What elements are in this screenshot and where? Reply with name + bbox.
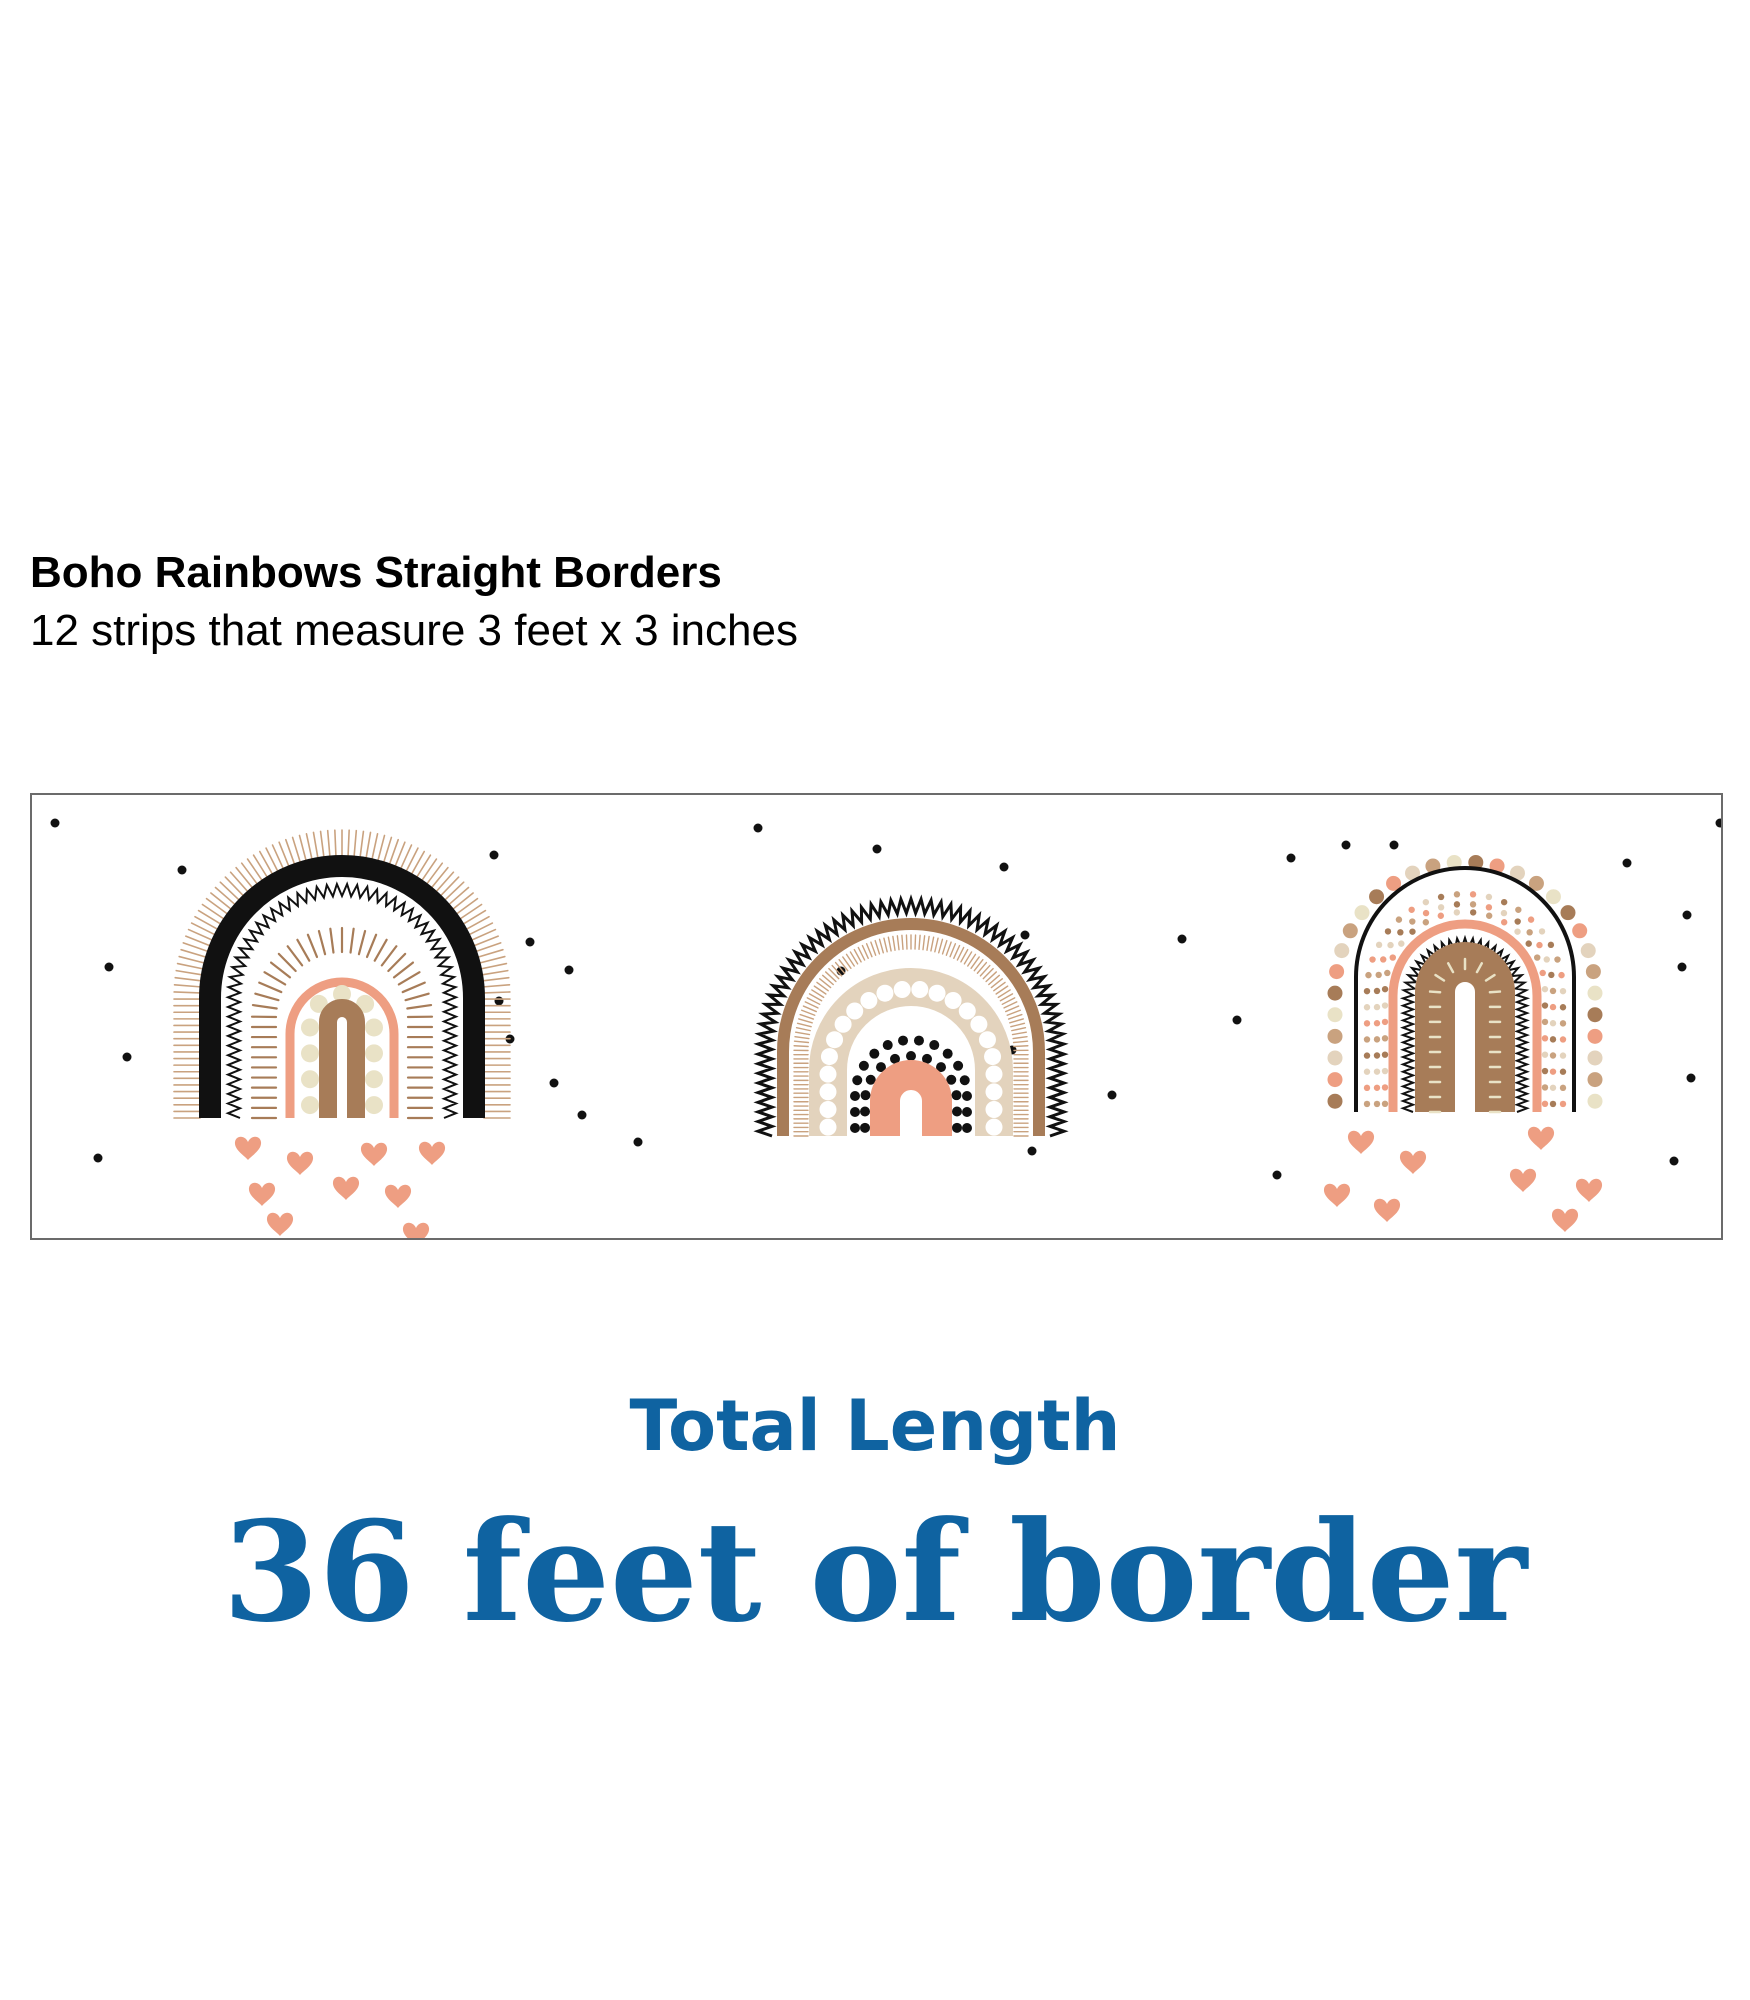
total-length-value: 36 feet of border [222,1490,1528,1653]
rainbow-white-dots [819,980,1003,1136]
rainbow-zigzag [1399,934,1531,1113]
rainbow-outer-ticks [173,829,511,1119]
rainbow-inner-ticks [1428,957,1502,1114]
product-subtitle: 12 strips that measure 3 feet x 3 inches [30,606,798,655]
hearts-group [1323,1126,1603,1232]
border-strip-preview [30,793,1723,1240]
rainbow-fine-ticks [793,934,1029,1137]
product-title: Boho Rainbows Straight Borders [30,548,722,597]
rainbow-black-dots [850,1035,972,1134]
rainbow-speckles [1363,891,1567,1108]
rainbow-with-dots-center [753,894,1069,1138]
hearts-group [234,1136,446,1238]
rainbow-zigzag [225,881,459,1119]
rainbow-with-hearts-right [1323,854,1603,1232]
rainbow-with-hearts-left [173,829,511,1238]
rainbow-inner-ticks [250,926,434,1120]
rainbow-zigzag [753,894,1069,1138]
border-strip-artwork [50,818,1721,1238]
rainbow-cream-dots [301,985,383,1115]
total-length-label: Total Length [629,1385,1121,1467]
rainbow-colored-dots [1327,854,1603,1109]
